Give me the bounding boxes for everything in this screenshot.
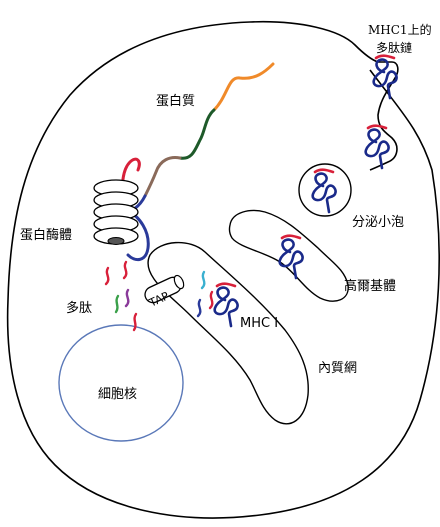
vesicle-label: 分泌小泡 [352, 215, 404, 230]
endoplasmic-reticulum [147, 241, 309, 425]
er-label: 內質網 [318, 361, 357, 376]
protein-chain-brown [143, 156, 182, 198]
protein-chain-orange [212, 62, 275, 112]
mhc-label: MHC I [240, 316, 278, 331]
secretory-vesicle [298, 163, 352, 217]
golgi-label: 高爾基體 [344, 278, 396, 294]
protein-chain-green [178, 108, 216, 160]
peptides-label: 多肽 [66, 300, 92, 316]
tap-transporter [144, 274, 185, 304]
proteasome [93, 179, 139, 245]
surface-label-line2: 多肽鏈 [376, 40, 412, 55]
proteasome-label: 蛋白酶體 [20, 227, 72, 243]
cell-membrane [6, 20, 440, 519]
mhc-molecule-vesicle [311, 168, 337, 214]
peptide-fragments [104, 260, 214, 332]
nucleus-label: 細胞核 [98, 387, 137, 402]
nucleus [58, 324, 184, 442]
surface-label-line1: MHC1上的 [368, 22, 432, 37]
protein-label: 蛋白質 [156, 93, 195, 109]
mhc-molecule-er [213, 282, 239, 328]
golgi-apparatus [228, 209, 349, 302]
